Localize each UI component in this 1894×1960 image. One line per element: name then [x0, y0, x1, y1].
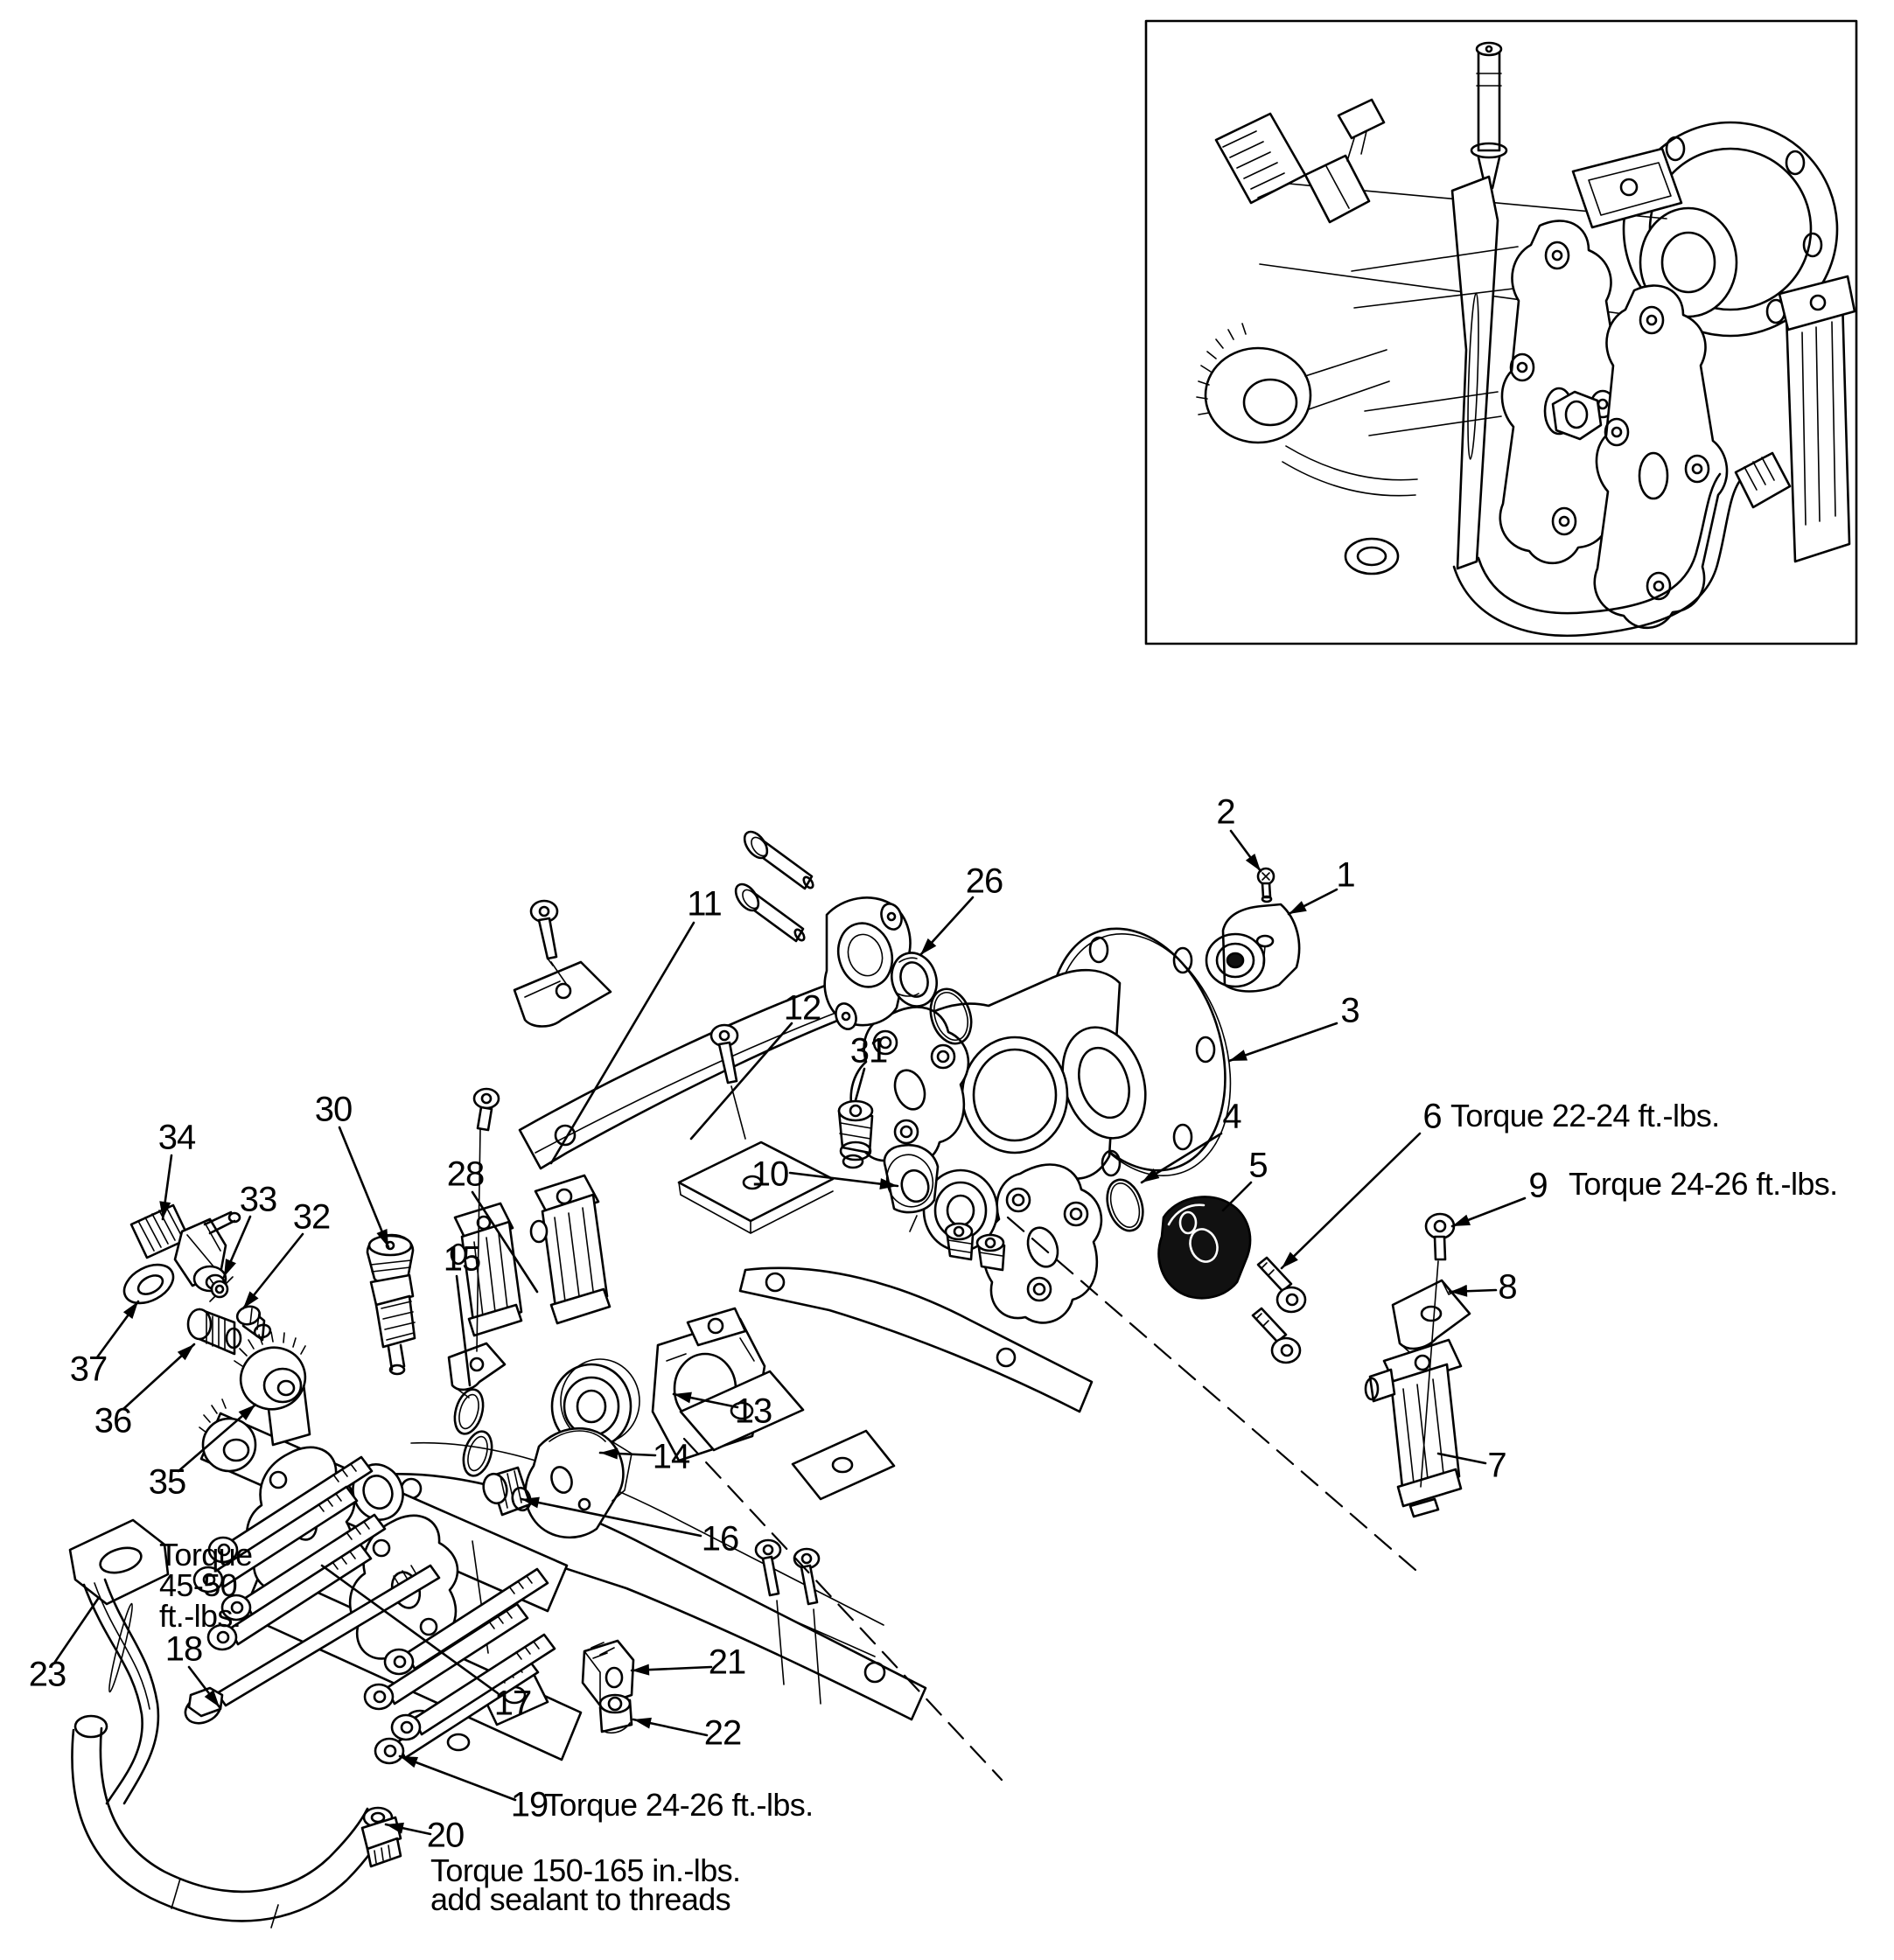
part-clamp-11 [513, 960, 612, 1028]
part-bushing-16 [482, 1466, 532, 1517]
part-seal-carrier-26 [823, 896, 973, 1045]
part-check-valve-31 [837, 1099, 874, 1169]
part-check-valve-pair [944, 1222, 1006, 1272]
part-seal-10 [883, 1143, 940, 1232]
part-housing-3 [849, 927, 1232, 1324]
leader-line-10 [788, 1171, 899, 1188]
leader-line-15 [455, 1274, 472, 1387]
part-block-5 [1157, 1196, 1252, 1300]
part-valve-cage-left [450, 1202, 523, 1337]
leader-line-12 [689, 1022, 793, 1140]
part-valve-cage-7 [1364, 1338, 1463, 1518]
exploded-view [53, 827, 1527, 1929]
leader-line-11 [549, 921, 695, 1165]
leader-line-23 [53, 1597, 100, 1664]
part-screw-2 [1256, 867, 1275, 903]
leader-line-28 [471, 1190, 539, 1294]
leader-lines [53, 829, 1527, 1836]
part-connecting-plate-right [738, 1266, 1094, 1413]
leader-line-19 [398, 1754, 517, 1802]
part-hose-20 [71, 1726, 402, 1929]
leader-line-5 [1221, 1181, 1253, 1212]
part-unloader-valve-30 [366, 1233, 416, 1376]
part-hex-bolt-18 [184, 1564, 441, 1725]
part-screw-11 [529, 899, 559, 966]
part-pins [730, 827, 816, 944]
part-insert-32 [235, 1305, 272, 1342]
part-screw-12 [709, 1023, 739, 1085]
part-cap-1 [1205, 903, 1301, 993]
leader-line-30 [338, 1126, 390, 1249]
part-gasket-15 [453, 1388, 493, 1477]
part-clip-33 [209, 1276, 234, 1302]
leader-line-17 [320, 1564, 500, 1695]
part-bearing-13 [550, 1358, 640, 1450]
part-plate-12 [677, 1140, 835, 1234]
part-elbow-21 [581, 1639, 635, 1707]
part-clamp-center [447, 1342, 507, 1399]
part-nut-22 [598, 1693, 633, 1734]
assembled-view-inset [1144, 19, 1858, 645]
part-oring-4 [1106, 1178, 1144, 1232]
leader-line-7 [1436, 1452, 1487, 1465]
part-clamp-plates-mid [679, 1370, 896, 1606]
leader-line-31 [854, 1067, 866, 1102]
leader-line-3 [1227, 1022, 1338, 1063]
part-support-bracket-23 [68, 1518, 170, 1805]
part-knob-35 [234, 1331, 307, 1411]
part-valve-cage-28 [529, 1174, 612, 1325]
leader-line-16 [520, 1497, 702, 1538]
part-crank-14 [524, 1426, 632, 1539]
part-screw-center [472, 1087, 500, 1132]
part-plug-36 [186, 1308, 242, 1356]
part-relief-valve-34 [129, 1203, 241, 1293]
part-screw-9 [1424, 1212, 1456, 1261]
part-flange-37 [122, 1263, 175, 1305]
part-bolts-6 [1251, 1256, 1307, 1364]
leader-line-6 [1280, 1132, 1422, 1270]
